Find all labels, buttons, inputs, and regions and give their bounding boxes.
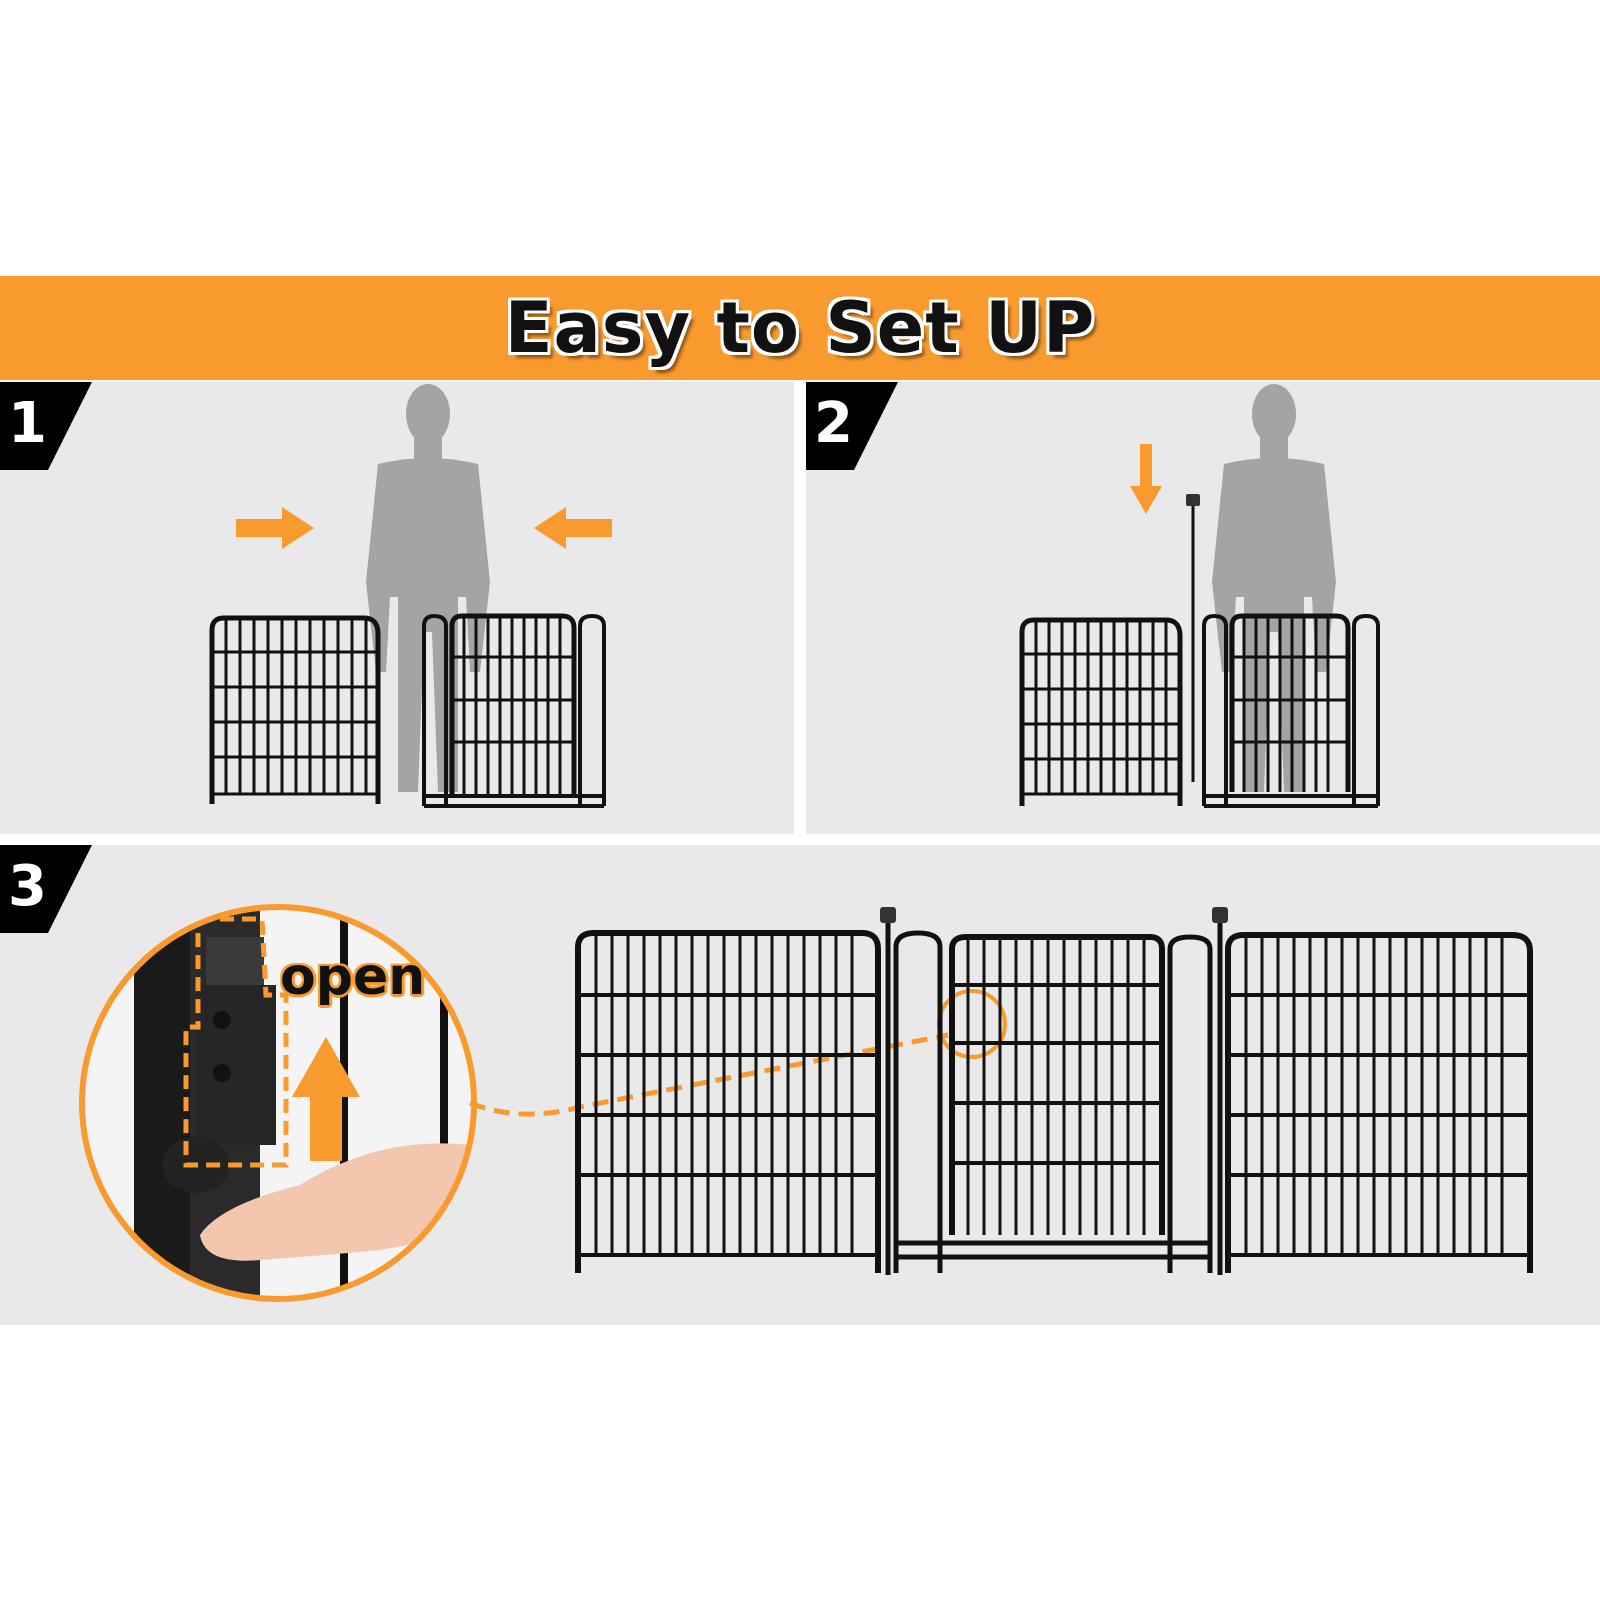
step-badge-shape <box>0 382 92 470</box>
step-3-illustration <box>0 845 1533 1302</box>
step-2-illustration <box>806 382 1380 808</box>
step-number: 2 <box>814 391 853 456</box>
step-1-illustration <box>0 382 612 808</box>
step-1-panel: 1 <box>0 382 794 834</box>
fence-pole-icon <box>1186 494 1200 782</box>
step-number: 3 <box>8 854 47 919</box>
step-badge-shape <box>0 845 92 933</box>
step-3-panel: 3 open <box>0 845 1600 1325</box>
fence-pole-icon <box>880 907 1228 1275</box>
step-number: 1 <box>8 391 47 456</box>
latch-highlight <box>183 916 289 1168</box>
person-silhouette-icon <box>366 384 490 792</box>
fence-gate-icon <box>422 613 606 808</box>
arrow-left-icon <box>534 507 612 549</box>
arrow-up-icon <box>292 1037 360 1161</box>
header-banner: Easy to Set UP <box>0 276 1600 380</box>
page-title: Easy to Set UP <box>504 287 1096 369</box>
fence-assembly-icon <box>575 930 1533 1273</box>
arrow-right-icon <box>236 507 314 549</box>
step-2-panel: 2 <box>806 382 1600 834</box>
arrow-down-icon <box>1130 444 1162 514</box>
latch-open-label: open <box>280 947 426 1007</box>
step-badge-shape <box>806 382 898 470</box>
person-silhouette-icon <box>1212 384 1336 792</box>
fence-gate-icon <box>1202 613 1380 808</box>
latch-detail-icon <box>82 907 474 1299</box>
